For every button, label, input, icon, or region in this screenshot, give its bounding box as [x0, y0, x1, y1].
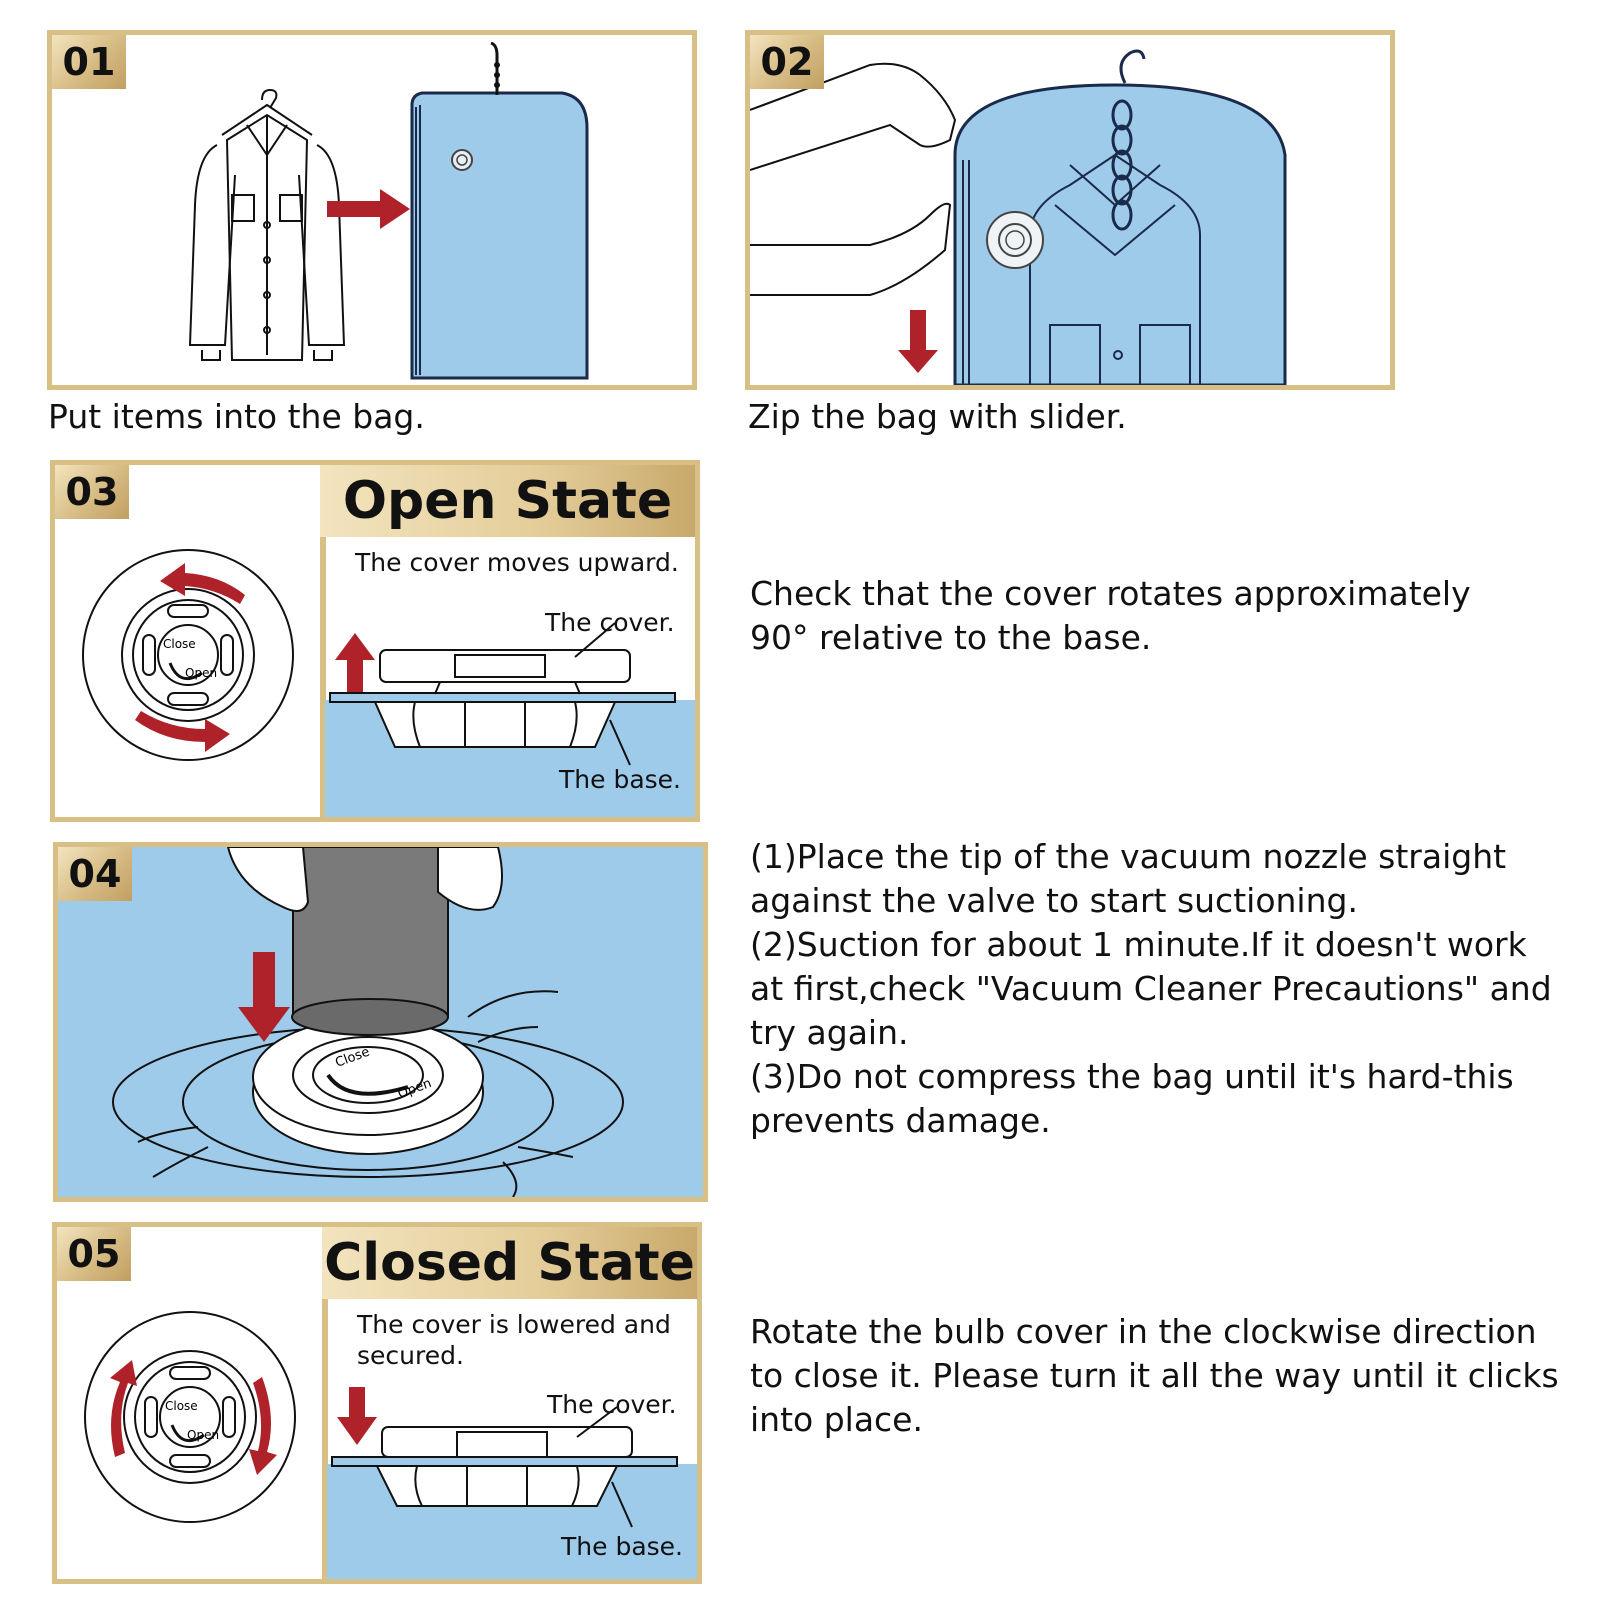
step-02-illustration — [750, 49, 1287, 385]
caption-line: Check that the cover rotates approximate… — [750, 574, 1471, 613]
step-number: 03 — [55, 465, 129, 519]
caption-line: to close it. Please turn it all the way … — [750, 1356, 1559, 1395]
hanger-chain-icon — [1111, 49, 1146, 231]
garment-bag-icon — [410, 41, 589, 380]
caption-line: 90° relative to the base. — [750, 618, 1152, 657]
caption-line: against the valve to start suctioning. — [750, 881, 1358, 920]
state-description: The cover is lowered and secured. — [357, 1309, 671, 1371]
nozzle-icon — [226, 847, 503, 1036]
caption-line: into place. — [750, 1400, 923, 1439]
step-01-illustration — [188, 41, 589, 380]
state-description: The cover moves upward. — [355, 548, 679, 577]
arrow-down-icon — [898, 310, 938, 373]
caption-line: at first,check "Vacuum Cleaner Precautio… — [750, 969, 1552, 1008]
valve-open-label: Open — [185, 666, 217, 680]
step-05-panel: 05 Closed State Close Open — [52, 1222, 702, 1584]
step-number: 05 — [57, 1227, 131, 1281]
suction-lines-icon — [137, 990, 574, 1197]
step-number: 02 — [750, 35, 824, 89]
step-05-illustration: Close Open — [84, 1311, 697, 1579]
caption-line: (3)Do not compress the bag until it's ha… — [750, 1057, 1514, 1096]
step-05-caption: Rotate the bulb cover in the clockwise d… — [750, 1310, 1590, 1442]
step-04-caption: (1)Place the tip of the vacuum nozzle st… — [750, 835, 1590, 1143]
step-02-caption: Zip the bag with slider. — [748, 397, 1127, 436]
state-title: Closed State — [322, 1227, 697, 1299]
caption-line: try again. — [750, 1013, 909, 1052]
caption-line: (1)Place the tip of the vacuum nozzle st… — [750, 837, 1507, 876]
valve-close-label: Close — [163, 637, 196, 651]
step-number: 01 — [52, 35, 126, 89]
state-description-line: secured. — [357, 1341, 464, 1370]
state-title: Open State — [320, 465, 695, 537]
cover-label: The cover. — [547, 1390, 677, 1419]
base-label: The base. — [559, 765, 681, 794]
step-01-panel: 01 — [47, 30, 697, 390]
step-04-illustration: Close Open — [58, 847, 703, 1197]
caption-line: Rotate the bulb cover in the clockwise d… — [750, 1312, 1537, 1351]
rotate-arrows-icon — [135, 563, 245, 752]
step-04-panel: 04 Close Open — [53, 842, 708, 1202]
state-description-line: The cover is lowered and — [357, 1310, 671, 1339]
valve-close-label: Close — [165, 1399, 198, 1413]
step-03-caption: Check that the cover rotates approximate… — [750, 572, 1590, 660]
step-number: 04 — [58, 847, 132, 901]
caption-line: (2)Suction for about 1 minute.If it does… — [750, 925, 1527, 964]
arrow-down-icon — [238, 952, 290, 1042]
valve-open-label: Open — [187, 1428, 219, 1442]
hand-icon — [750, 62, 957, 296]
step-01-caption: Put items into the bag. — [48, 397, 425, 436]
caption-line: prevents damage. — [750, 1101, 1051, 1140]
valve-icon — [84, 1311, 296, 1523]
base-label: The base. — [561, 1532, 683, 1561]
rotate-arrows-icon — [110, 1360, 277, 1475]
valve-icon — [112, 1018, 624, 1178]
cover-label: The cover. — [545, 608, 675, 637]
arrow-right-icon — [327, 189, 410, 229]
garment-bag-icon — [953, 83, 1287, 385]
arrow-down-icon — [337, 1387, 377, 1445]
valve-side-icon — [331, 1426, 678, 1507]
step-03-illustration: Close Open — [82, 549, 695, 817]
step-03-panel: 03 Open State Close Open — [50, 460, 700, 822]
step-02-panel: 02 — [745, 30, 1395, 390]
jacket-icon — [188, 88, 346, 361]
arrow-up-icon — [335, 633, 375, 692]
valve-icon — [82, 549, 294, 761]
valve-side-icon — [329, 649, 676, 748]
